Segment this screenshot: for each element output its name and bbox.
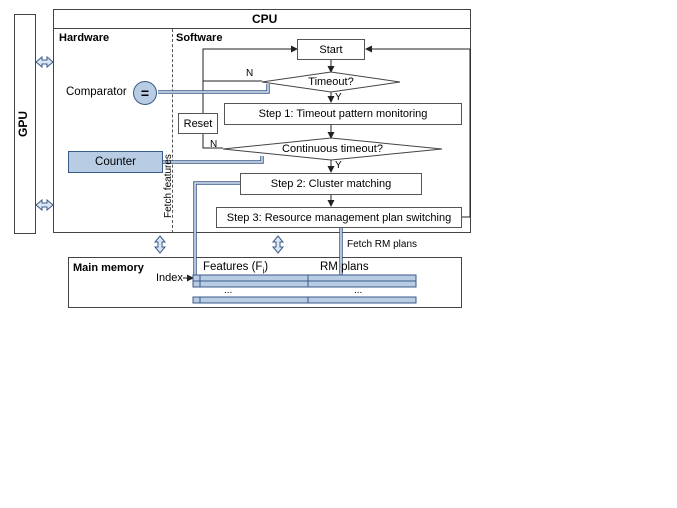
cpu-title-divider [53,28,471,29]
counter-block: Counter [68,151,163,173]
features-text: Features (F [203,261,263,273]
step2-box: Step 2: Cluster matching [240,173,422,195]
gpu-cpu-link-top [35,55,54,69]
step3-label: Step 3: Resource management plan switchi… [226,211,452,224]
link-comparator-timeout [158,84,270,94]
comparator-symbol: = [133,81,157,105]
arrow-step3-start [365,45,471,218]
cpu-memory-link-left [153,235,167,254]
features-close: ) [264,261,269,273]
main-memory-title: Main memory [73,262,144,274]
reset-label: Reset [183,117,213,130]
continuous-label-wrap: Continuous timeout? [223,138,442,160]
continuous-yes-label: Y [335,160,342,171]
fetch-features-label: Fetch features [163,154,174,218]
continuous-no-label: N [210,139,218,150]
timeout-label-wrap: Timeout? [262,72,400,92]
index-label: Index [156,272,183,284]
rm-plans-label: RM plans [320,261,369,273]
gpu-cpu-link-bottom [35,198,54,212]
step1-label: Step 1: Timeout pattern monitoring [258,108,428,120]
timeout-label: Timeout? [308,76,354,88]
gpu-block [14,14,36,234]
timeout-no-label: N [246,68,254,79]
link-fetch-features [193,181,240,275]
comparator-label: Comparator [66,86,127,98]
step2-label: Step 2: Cluster matching [270,178,392,190]
rm-ellipsis: ... [354,285,363,296]
features-subscript: i [262,266,265,276]
features-label: Features (Fi) [203,261,269,276]
step3-box: Step 3: Resource management plan switchi… [216,207,462,228]
step1-box: Step 1: Timeout pattern monitoring [224,103,462,125]
comparator-equals: = [140,85,150,101]
decision-continuous [222,137,443,161]
software-label: Software [176,32,223,44]
counter-label: Counter [95,156,136,168]
start-label: Start [319,43,343,56]
arrow-timeout-no-loop [202,45,298,82]
link-counter-continuous [163,156,264,164]
decision-timeout [261,71,401,93]
continuous-label: Continuous timeout? [282,143,383,155]
cpu-memory-link-right [271,235,285,254]
reset-block: Reset [178,113,218,134]
start-box: Start [297,39,365,60]
hardware-label: Hardware [59,32,110,44]
features-ellipsis: ... [224,285,233,296]
timeout-yes-label: Y [335,92,342,103]
cpu-title: CPU [252,12,278,26]
hw-sw-divider [172,29,173,233]
fetch-rm-plans-label: Fetch RM plans [347,239,418,250]
arrow-continuous-no-reset [202,134,223,149]
memory-table [192,274,417,304]
